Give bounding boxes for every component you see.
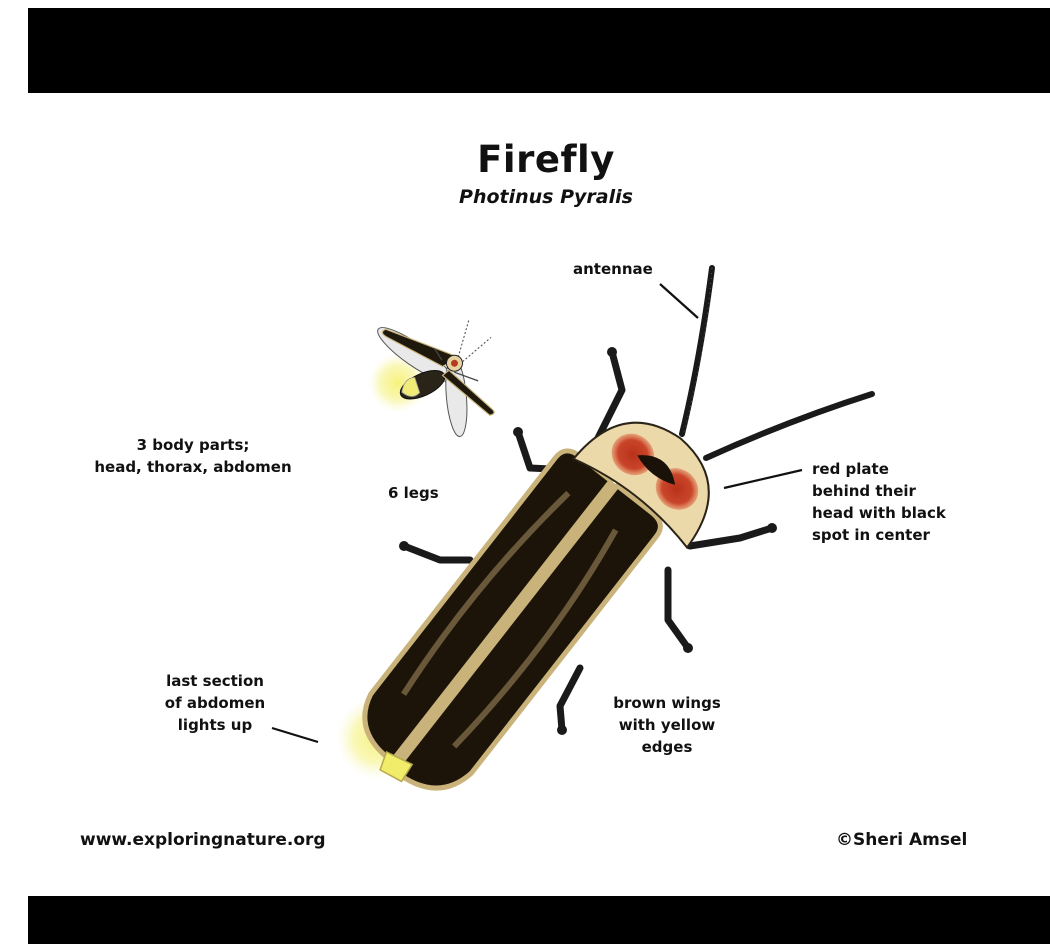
antennae-leader: [660, 284, 698, 318]
label-wings-line1: brown wings: [602, 692, 732, 714]
label-body-parts-line2: head, thorax, abdomen: [78, 456, 308, 478]
label-antennae: antennae: [573, 258, 653, 280]
diagram-title: Firefly: [0, 138, 1050, 181]
label-red-plate-line4: spot in center: [812, 524, 946, 546]
label-red-plate: red plate behind their head with black s…: [812, 458, 946, 546]
antenna-1: [682, 268, 712, 434]
label-last-section-line1: last section: [150, 670, 280, 692]
label-body-parts-line1: 3 body parts;: [78, 434, 308, 456]
label-body-parts: 3 body parts; head, thorax, abdomen: [78, 434, 308, 478]
label-red-plate-line2: behind their: [812, 480, 946, 502]
label-legs: 6 legs: [388, 482, 439, 504]
label-red-plate-line1: red plate: [812, 458, 946, 480]
footer-website: www.exploringnature.org: [80, 830, 326, 850]
antenna-2: [706, 394, 872, 458]
small-flying-firefly: [367, 282, 525, 455]
scientific-name: Photinus Pyralis: [0, 186, 1050, 208]
red-plate-leader: [724, 470, 802, 488]
label-last-section-line3: lights up: [150, 714, 280, 736]
label-wings-line2: with yellow: [602, 714, 732, 736]
label-last-section-line2: of abdomen: [150, 692, 280, 714]
label-wings: brown wings with yellow edges: [602, 692, 732, 758]
label-red-plate-line3: head with black: [812, 502, 946, 524]
label-last-section: last section of abdomen lights up: [150, 670, 280, 736]
label-wings-line3: edges: [602, 736, 732, 758]
footer-copyright: ©Sheri Amsel: [836, 830, 967, 850]
wings: [338, 445, 667, 815]
